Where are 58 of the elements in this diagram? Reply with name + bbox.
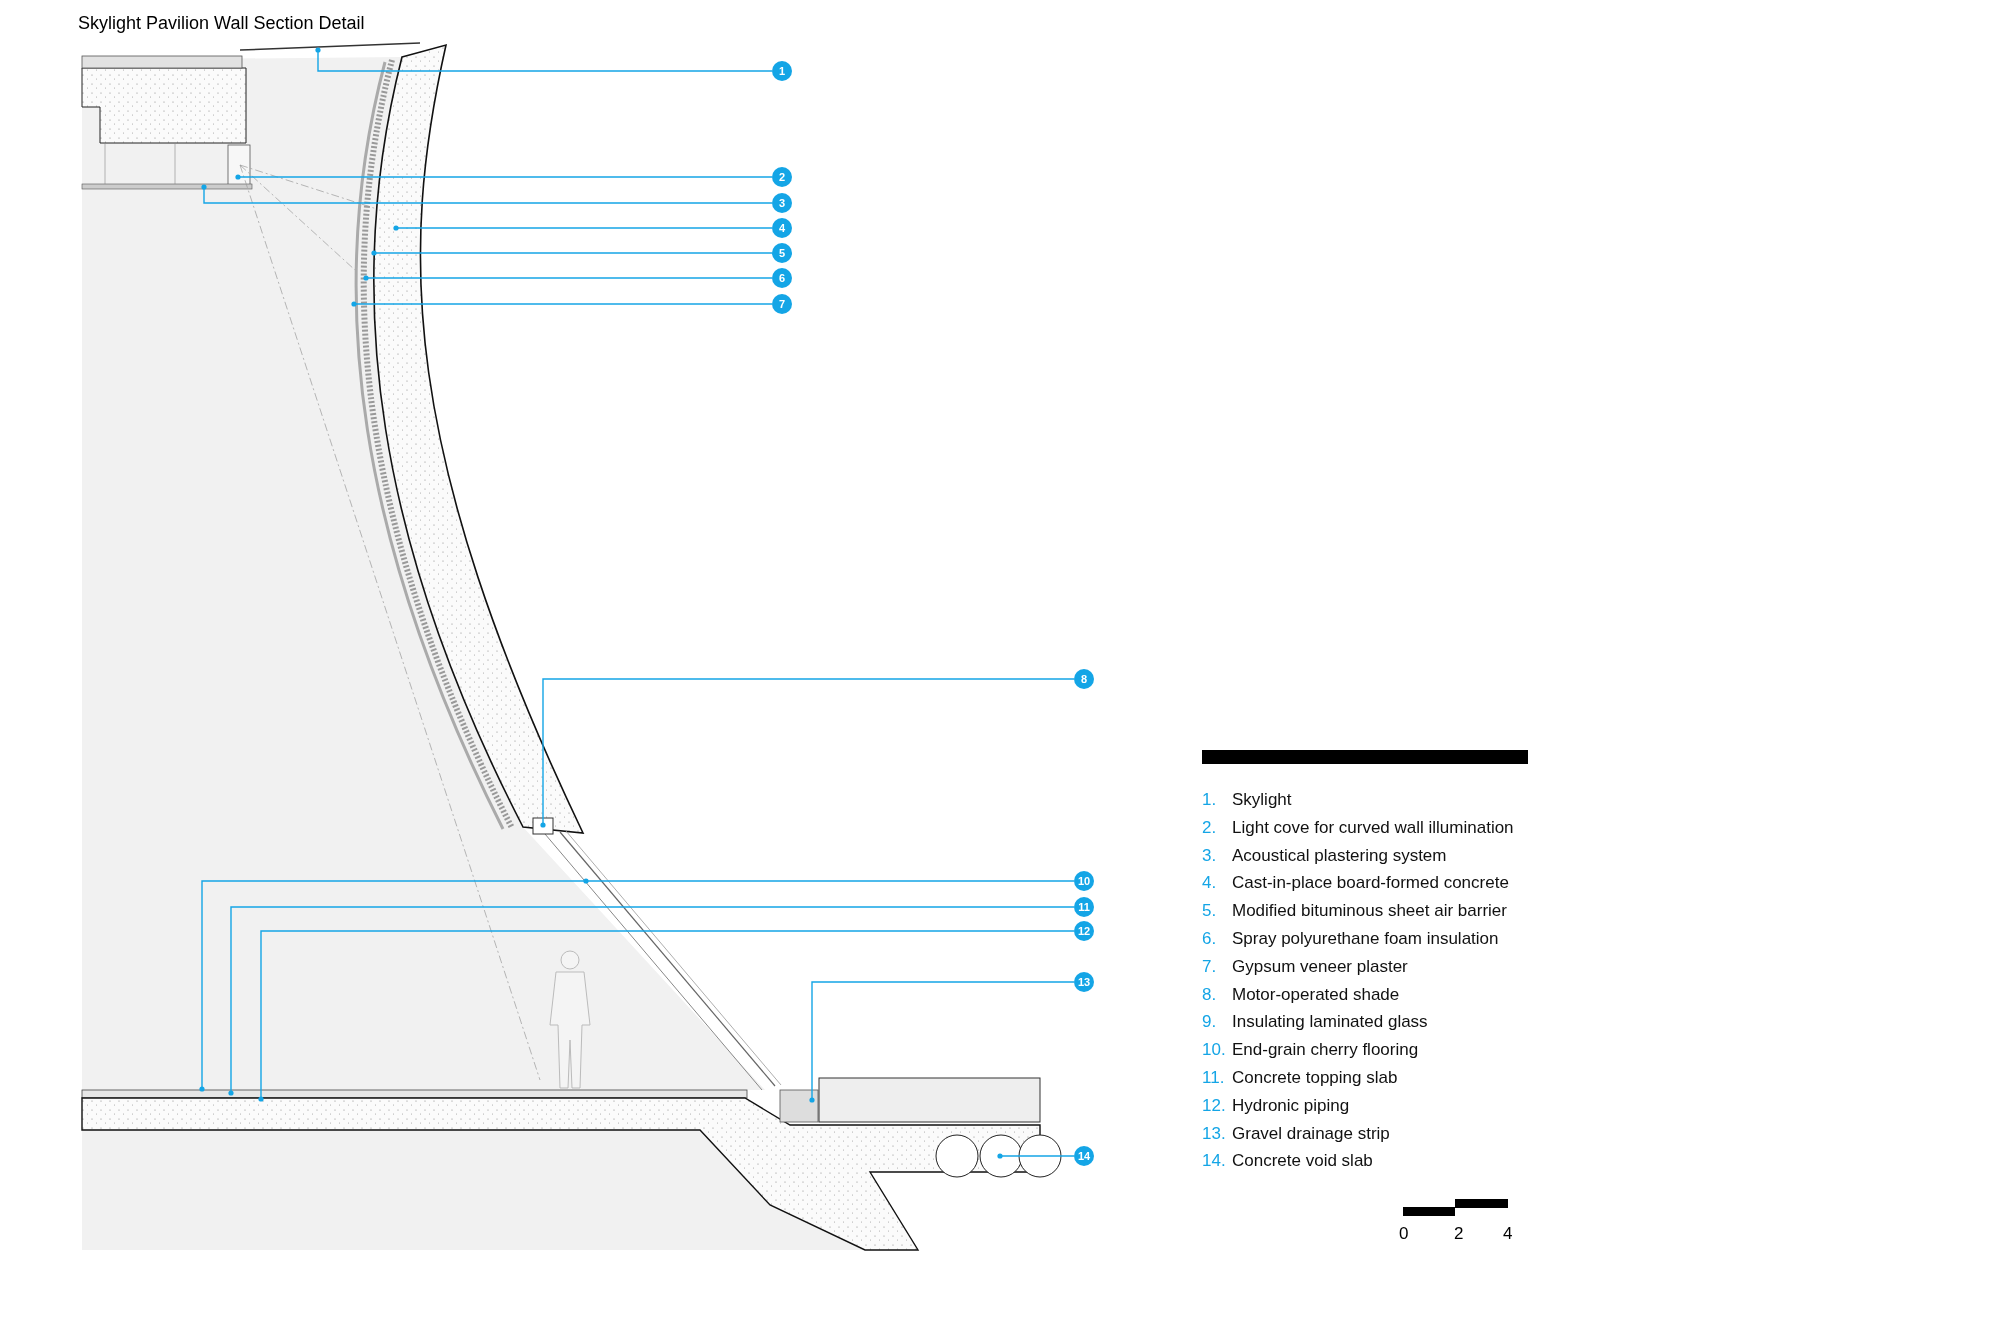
item-label: Concrete void slab	[1232, 1151, 1373, 1172]
scale-value: 2	[1454, 1224, 1464, 1244]
item-label: Concrete topping slab	[1232, 1068, 1398, 1088]
callout-number: 2	[772, 167, 792, 187]
item-label: Acoustical plastering system	[1232, 845, 1447, 866]
callout-number: 4	[772, 218, 792, 238]
scale-value: 4	[1503, 1224, 1513, 1244]
callout-number: 3	[772, 193, 792, 213]
leader-line	[363, 275, 773, 281]
title: Skylight Pavilion Wall Section Detail	[78, 13, 365, 34]
leader-line	[201, 184, 773, 204]
item-label: Skylight	[1232, 790, 1292, 810]
item-label: Motor-operated shade	[1232, 984, 1400, 1005]
leader-line	[351, 301, 773, 307]
item-number: 2.	[1202, 817, 1217, 838]
item-number: 1.	[1202, 790, 1217, 810]
callout-number: 10	[1074, 871, 1094, 891]
leader-line	[228, 906, 1075, 1096]
callout-number: 13	[1074, 972, 1094, 992]
leader-line	[199, 878, 1075, 1092]
callout-number: 14	[1074, 1146, 1094, 1166]
leader-line	[315, 47, 773, 72]
item-number: 12.	[1202, 1095, 1226, 1116]
callout-number: 1	[772, 61, 792, 81]
item-number: 13.	[1202, 1123, 1226, 1144]
item-label: Light cove for curved wall illumination	[1232, 817, 1514, 838]
leader-line	[997, 1153, 1075, 1159]
callout-number: 12	[1074, 921, 1094, 941]
item-label: Cast-in-place board-formed concrete	[1232, 873, 1509, 894]
scale-value: 0	[1399, 1224, 1409, 1244]
item-number: 9.	[1202, 1012, 1217, 1033]
leader-line	[371, 250, 773, 256]
callout-number: 11	[1074, 897, 1094, 917]
item-number: 3.	[1202, 845, 1217, 866]
item-number: 8.	[1202, 984, 1217, 1005]
callout-number: 6	[772, 268, 792, 288]
item-label: Modified bituminous sheet air barrier	[1232, 901, 1507, 922]
item-number: 10.	[1202, 1040, 1226, 1061]
leader-line	[540, 678, 1075, 828]
item-number: 11.	[1202, 1068, 1225, 1088]
item-number: 5.	[1202, 901, 1217, 922]
item-number: 6.	[1202, 929, 1217, 949]
leader-line	[258, 930, 1075, 1102]
item-label: Insulating laminated glass	[1232, 1012, 1428, 1033]
leader-line	[393, 225, 773, 231]
item-label: End-grain cherry flooring	[1232, 1040, 1419, 1061]
callout-number: 5	[772, 243, 792, 263]
leader-line	[235, 174, 773, 180]
item-label: Spray polyurethane foam insulation	[1232, 929, 1499, 949]
item-label: Gravel drainage strip	[1232, 1123, 1390, 1144]
leader-line	[809, 981, 1075, 1103]
item-number: 7.	[1202, 956, 1217, 977]
item-label: Hydronic piping	[1232, 1095, 1350, 1116]
item-number: 14.	[1202, 1151, 1226, 1172]
callout-number: 7	[772, 294, 792, 314]
callout-number: 8	[1074, 669, 1094, 689]
item-number: 4.	[1202, 873, 1217, 894]
item-label: Gypsum veneer plaster	[1232, 956, 1408, 977]
